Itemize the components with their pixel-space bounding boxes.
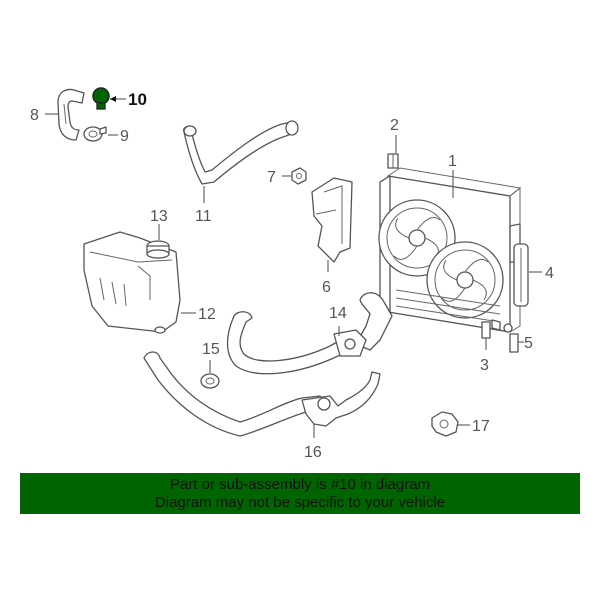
callout-16: 16 — [304, 444, 322, 461]
part-4-drier[interactable] — [513, 243, 529, 307]
callout-15: 15 — [202, 341, 220, 358]
part-17-housing[interactable] — [431, 411, 459, 437]
part-1-radiator-fan[interactable] — [378, 167, 522, 333]
callout-1: 1 — [448, 153, 457, 170]
callout-11: 11 — [195, 208, 212, 225]
part-14-hose[interactable] — [226, 292, 393, 375]
callout-17: 17 — [472, 418, 490, 435]
callout-3: 3 — [480, 357, 489, 374]
callout-6: 6 — [322, 279, 331, 296]
banner-line-1: Part or sub-assembly is #10 in diagram — [169, 476, 431, 493]
callout-7: 7 — [267, 169, 276, 186]
callout-4: 4 — [545, 265, 554, 282]
part-11-hose[interactable] — [182, 120, 299, 185]
part-15-clamp[interactable] — [200, 373, 220, 389]
callout-2: 2 — [390, 117, 399, 134]
part-3-bracket[interactable] — [481, 321, 491, 339]
part-5-bracket[interactable] — [509, 333, 519, 353]
part-16-hose[interactable] — [143, 351, 381, 437]
callout-10: 10 — [128, 90, 147, 109]
callout-9: 9 — [120, 128, 129, 145]
callout-12: 12 — [198, 306, 216, 323]
part-10-cap[interactable] — [92, 87, 110, 110]
part-8-hose[interactable] — [57, 88, 85, 141]
part-6-shroud[interactable] — [311, 177, 353, 263]
callout-13: 13 — [150, 208, 168, 225]
info-banner: Part or sub-assembly is #10 in diagram D… — [20, 473, 580, 514]
part-13-reservoir-cap[interactable] — [146, 240, 170, 259]
callout-8: 8 — [30, 107, 39, 124]
part-9-clamp[interactable] — [83, 126, 107, 142]
callout-14: 14 — [329, 305, 347, 322]
banner-line-2: Diagram may not be specific to your vehi… — [154, 494, 446, 511]
part-7-fitting[interactable] — [291, 167, 307, 185]
part-2-bracket[interactable] — [387, 153, 399, 169]
callout-5: 5 — [524, 335, 533, 352]
